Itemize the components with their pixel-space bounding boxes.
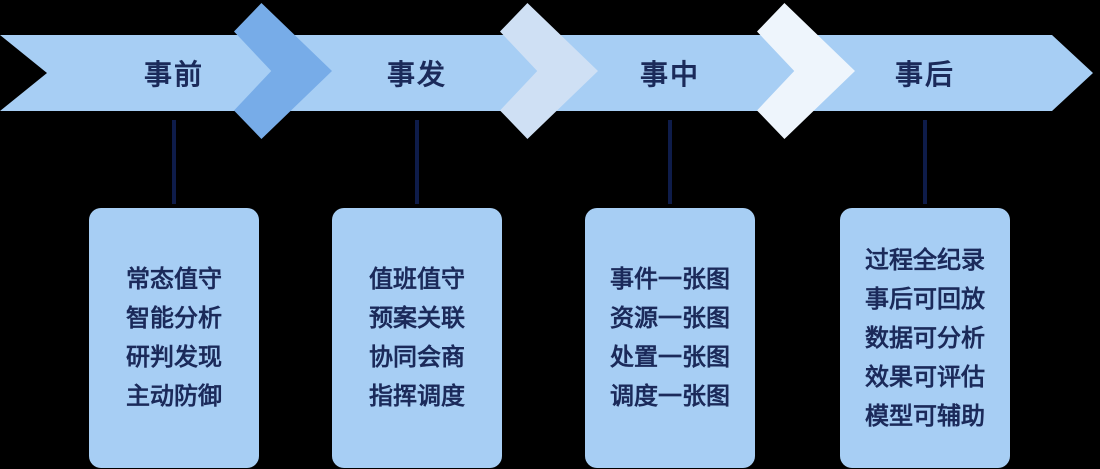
stage-detail-card: 事件一张图 资源一张图 处置一张图 调度一张图 — [585, 208, 755, 468]
card-item: 协同会商 — [369, 344, 465, 371]
connector-line — [668, 120, 672, 204]
card-item: 预案关联 — [369, 305, 465, 332]
stage-label: 事发 — [386, 59, 447, 90]
card-item: 事后可回放 — [865, 285, 985, 313]
stage-detail-card: 值班值守 预案关联 协同会商 指挥调度 — [332, 208, 502, 468]
card-item: 调度一张图 — [610, 383, 730, 410]
connector-line — [415, 120, 419, 204]
card-item: 资源一张图 — [610, 305, 730, 332]
stage-label: 事后 — [894, 59, 955, 90]
card-item: 值班值守 — [369, 266, 465, 293]
card-item: 常态值守 — [126, 266, 222, 293]
stage-label: 事中 — [639, 59, 700, 90]
connector-line — [923, 120, 927, 204]
stage-detail-card: 过程全纪录 事后可回放 数据可分析 效果可评估 模型可辅助 — [840, 208, 1010, 468]
card-item: 指挥调度 — [369, 383, 465, 410]
card-item: 效果可评估 — [865, 363, 985, 391]
card-item: 数据可分析 — [865, 324, 985, 352]
card-item: 主动防御 — [126, 383, 222, 410]
card-item: 事件一张图 — [610, 266, 730, 293]
stage-detail-card: 常态值守 智能分析 研判发现 主动防御 — [89, 208, 259, 468]
card-item: 研判发现 — [126, 344, 222, 371]
card-item: 处置一张图 — [610, 344, 730, 371]
card-item: 过程全纪录 — [865, 246, 985, 274]
card-item: 模型可辅助 — [865, 402, 985, 430]
card-item: 智能分析 — [126, 305, 222, 332]
stage-label: 事前 — [143, 59, 204, 90]
connector-line — [172, 120, 176, 204]
